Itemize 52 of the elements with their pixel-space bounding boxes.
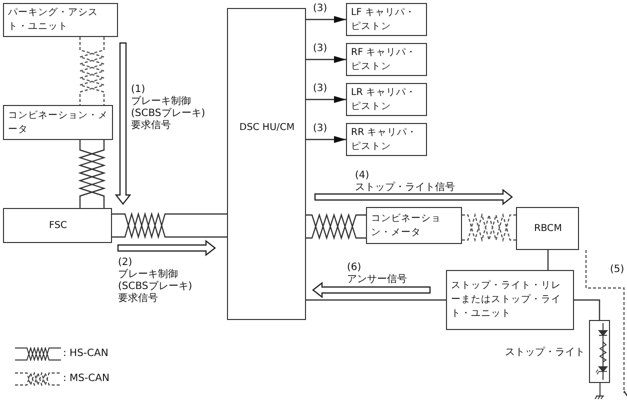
node-label: RR キャリパ・ピストン: [351, 126, 418, 154]
edge-label: (3): [313, 122, 328, 134]
arrow: [306, 136, 346, 143]
node-label: コンビネーション・メータ: [371, 212, 442, 240]
arrow: [585, 250, 627, 398]
edge-label: (3): [313, 2, 328, 14]
signal-label: ストップ・ライト信号: [355, 182, 455, 194]
connector-line: [111, 212, 228, 240]
connector-line: [574, 299, 600, 320]
process-box: [366, 207, 462, 244]
node-label: LF キャリパ・ピストン: [351, 6, 416, 34]
process-box: [346, 123, 427, 156]
node-label: コンビネーション・メータ: [8, 108, 109, 136]
signal-label: アンサー信号: [347, 274, 407, 286]
process-box: [346, 43, 427, 76]
node-label: ストップ・ライト・リレーまたはストップ・ライト・ユニット: [451, 279, 562, 321]
signal-label: (2): [118, 257, 132, 268]
legend-label: : MS-CAN: [63, 373, 110, 385]
node-caption: ストップ・ライト: [505, 347, 585, 359]
edge-label: (3): [313, 82, 328, 94]
node-label: FSC: [49, 218, 67, 232]
process-box: [346, 83, 427, 116]
process-box: [3, 105, 113, 140]
node-label: RBCM: [534, 222, 562, 236]
signal-label: (1): [131, 84, 146, 96]
connector-line: [461, 212, 517, 242]
process-box: [3, 208, 112, 243]
connector-line: [78, 139, 106, 209]
node-label: RF キャリパ・ピストン: [351, 46, 418, 74]
connector-line: [547, 250, 549, 270]
node-label: DSC HU/CM: [239, 121, 295, 135]
arrow: [306, 96, 346, 103]
edge-label: (5): [610, 264, 624, 276]
connector-line: [305, 213, 367, 240]
signal-label: (4): [355, 170, 370, 182]
legend-label: : HS-CAN: [63, 348, 108, 360]
arrow: [306, 16, 346, 23]
signal-label: ブレーキ制御 (SCBSブレーキ) 要求信号: [118, 269, 194, 305]
process-box: [227, 8, 306, 320]
node-label: LR キャリパ・ピストン: [351, 86, 417, 114]
stop-lamp-box: [589, 320, 610, 383]
signal-label: (6): [347, 262, 362, 274]
process-box: [3, 3, 118, 37]
process-box: [446, 270, 574, 330]
connector-line: [78, 36, 106, 106]
connector-line: [306, 299, 446, 301]
process-box: [346, 3, 427, 36]
signal-label: ブレーキ制御 (SCBSブレーキ) 要求信号: [131, 96, 206, 132]
node-label: パーキング・アシスト・ユニット: [8, 6, 99, 34]
process-box: [516, 207, 579, 250]
arrow: [306, 56, 346, 63]
edge-label: (3): [313, 42, 328, 54]
